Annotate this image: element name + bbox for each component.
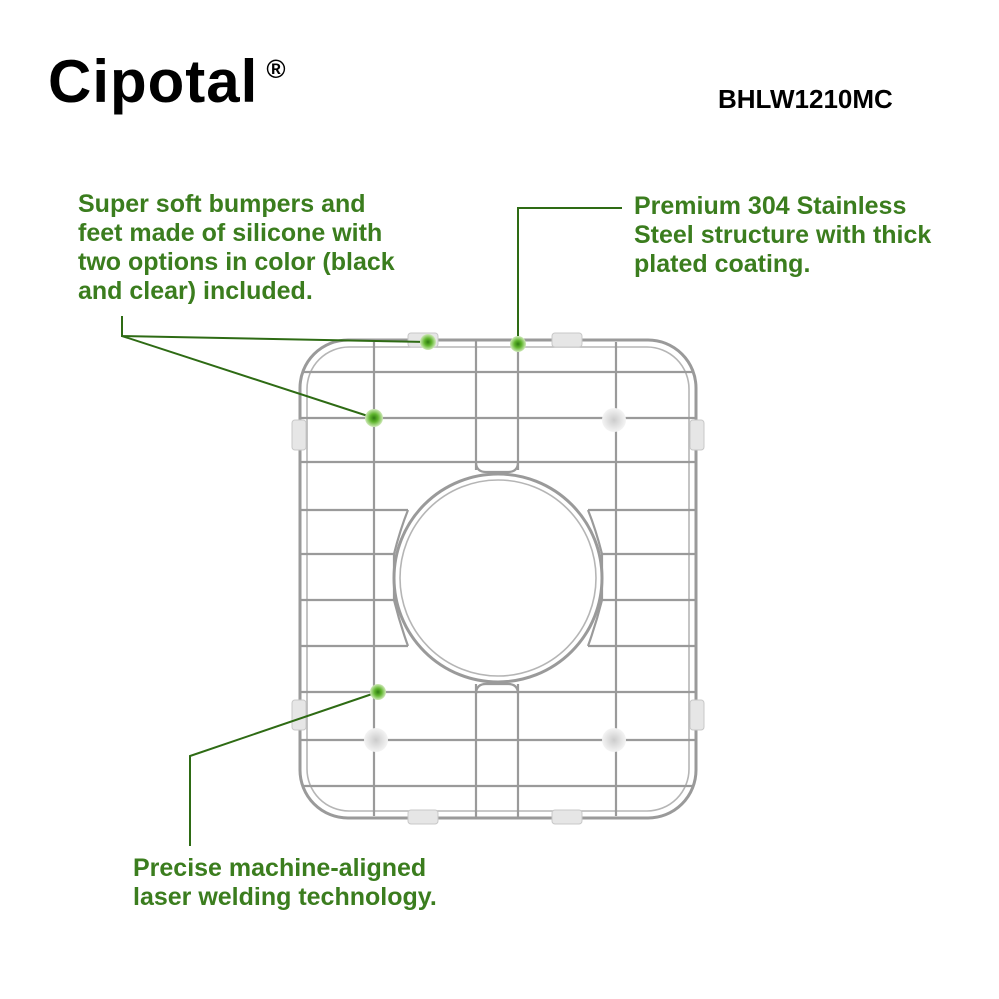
foot [602, 408, 626, 432]
markers [365, 334, 526, 700]
brand-name: Cipotal [48, 48, 259, 115]
bumper [407, 809, 439, 825]
callout-line: feet made of silicone with [78, 219, 383, 247]
marker-dot [510, 336, 526, 352]
marker-dot [365, 409, 383, 427]
callout-steel: Premium 304 Stainless Steel structure wi… [634, 192, 931, 279]
callout-line: two options in color (black [78, 248, 395, 276]
leader-line-bumpers-foot [121, 335, 375, 419]
bumper [689, 419, 705, 451]
callout-line: Steel structure with thick [634, 221, 932, 249]
callout-welding: Precise machine-aligned laser welding te… [133, 854, 437, 912]
wire-grid-icon [298, 338, 698, 820]
foot [602, 728, 626, 752]
bumper [291, 419, 307, 451]
brand-logo: Cipotal® [48, 52, 287, 112]
leader-line-bumpers-top [121, 316, 429, 343]
bumper [291, 699, 307, 731]
bumper [551, 809, 583, 825]
callout-bumpers: Super soft bumpers and feet made of sili… [78, 190, 395, 306]
callout-line: Precise machine-aligned [133, 854, 427, 882]
callout-line: Super soft bumpers and [78, 190, 366, 218]
callout-line: plated coating. [634, 250, 811, 278]
registered-mark: ® [266, 54, 287, 84]
callout-line: Premium 304 Stainless [634, 192, 907, 220]
marker-dot [370, 684, 386, 700]
leader-line-steel [517, 207, 622, 344]
bumpers [291, 332, 705, 825]
model-number: BHLW1210MC [718, 84, 893, 114]
callout-line: and clear) included. [78, 277, 313, 305]
marker-dot [420, 334, 436, 350]
feet [364, 408, 626, 752]
leader-line-welding [189, 691, 379, 846]
foot [364, 728, 388, 752]
callout-line: laser welding technology. [133, 883, 437, 911]
bumper [689, 699, 705, 731]
leader-lines [121, 207, 622, 846]
bumper [551, 332, 583, 348]
